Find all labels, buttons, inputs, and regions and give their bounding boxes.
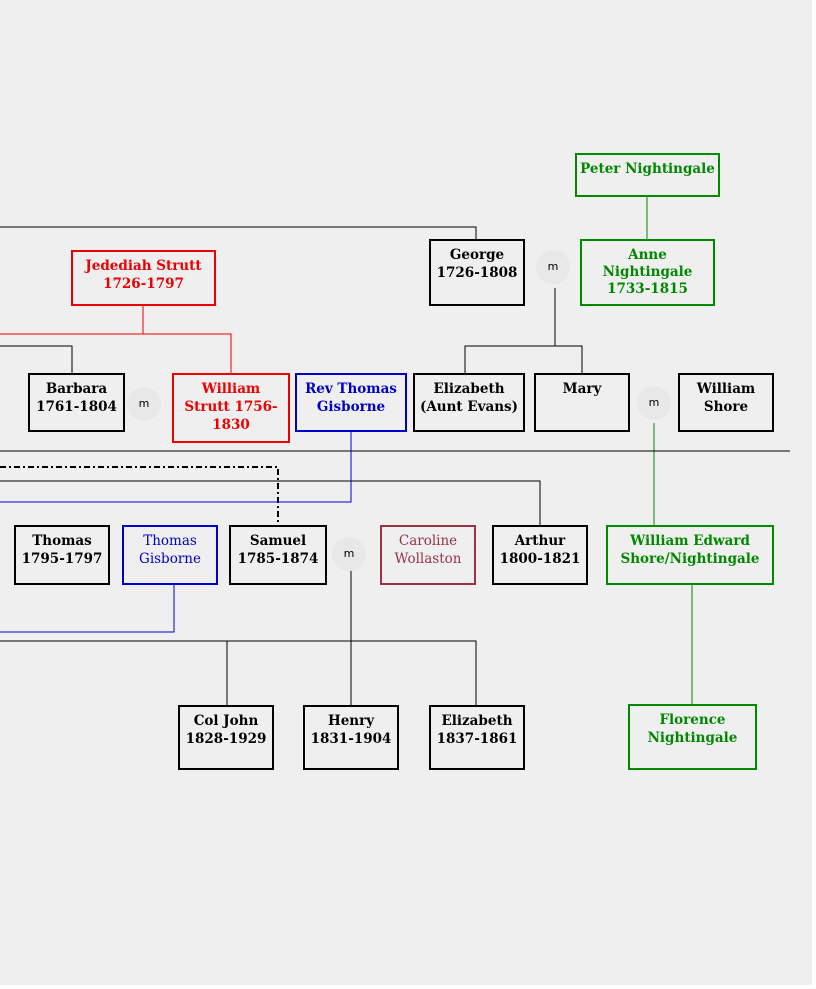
person-name: William Edward (630, 533, 750, 549)
person-thomas-gisborne: Thomas Gisborne (122, 525, 218, 585)
person-dates: 1795-1797 (21, 551, 103, 567)
person-name: Florence (659, 712, 726, 728)
person-elizabeth-aunt-evans: Elizabeth (Aunt Evans) (413, 373, 525, 432)
person-name: Elizabeth (433, 381, 505, 397)
person-caroline-wollaston: Caroline Wollaston (380, 525, 476, 585)
person-name: William (696, 381, 756, 397)
person-name: Thomas (143, 533, 197, 549)
person-name: Elizabeth (441, 713, 513, 729)
person-rev-thomas-gisborne: Rev Thomas Gisborne (295, 373, 407, 432)
person-arthur: Arthur 1800-1821 (492, 525, 588, 585)
person-name: George (449, 247, 505, 263)
person-name: Shore (703, 399, 749, 415)
person-dates: 1828-1929 (185, 731, 267, 747)
page-edge-right (812, 0, 816, 989)
marriage-label: m (127, 387, 161, 421)
person-william-shore: William Shore (678, 373, 774, 432)
person-dates: 1831-1904 (310, 731, 392, 747)
person-name: Caroline (398, 533, 458, 549)
person-george: George 1726-1808 (429, 239, 525, 306)
person-name: Rev Thomas (305, 381, 397, 397)
person-william-strutt: William Strutt 1756- 1830 (172, 373, 290, 443)
person-thomas: Thomas 1795-1797 (14, 525, 110, 585)
person-henry: Henry 1831-1904 (303, 705, 399, 770)
person-anne-nightingale: Anne Nightingale 1733-1815 (580, 239, 715, 306)
person-jedediah-strutt: Jedediah Strutt 1726-1797 (71, 250, 216, 306)
person-name: William (201, 381, 261, 397)
person-dates: 1726-1797 (103, 276, 184, 292)
person-name: Col John (193, 713, 259, 729)
person-samuel: Samuel 1785-1874 (229, 525, 327, 585)
person-name: Wollaston (394, 551, 462, 567)
person-mary: Mary (534, 373, 630, 432)
marriage-label: m (332, 537, 366, 571)
person-name: Arthur (514, 533, 566, 549)
person-name: Shore/Nightingale (620, 551, 760, 567)
person-dates: 1761-1804 (36, 399, 117, 415)
person-name: (Aunt Evans) (419, 399, 519, 415)
person-col-john: Col John 1828-1929 (178, 705, 274, 770)
person-name: Jedediah Strutt (85, 258, 202, 274)
person-name: Gisborne (316, 399, 386, 415)
person-name: Anne (628, 247, 667, 263)
person-dates: 1785-1874 (237, 551, 319, 567)
person-barbara: Barbara 1761-1804 (28, 373, 125, 432)
person-william-edward-shore-nightingale: William Edward Shore/Nightingale (606, 525, 774, 585)
person-name: Samuel (249, 533, 307, 549)
page-edge-bottom (0, 985, 816, 989)
person-name: Strutt 1756- (184, 399, 278, 415)
person-name: Henry (327, 713, 375, 729)
person-name: Thomas (32, 533, 92, 549)
person-dates: 1733-1815 (607, 281, 688, 297)
person-name: Mary (562, 381, 602, 397)
person-name: Nightingale (647, 730, 738, 746)
person-elizabeth-1837: Elizabeth 1837-1861 (429, 705, 525, 770)
person-peter-nightingale: Peter Nightingale (575, 153, 720, 197)
person-name: Nightingale (602, 264, 693, 280)
person-name: Barbara (45, 381, 108, 397)
person-dates: 1726-1808 (436, 265, 518, 281)
person-dates: 1837-1861 (436, 731, 518, 747)
person-name: Peter Nightingale (580, 161, 715, 177)
person-dates: 1800-1821 (499, 551, 581, 567)
marriage-label: m (637, 386, 671, 420)
marriage-label: m (536, 250, 570, 284)
person-name: Gisborne (139, 551, 201, 567)
person-dates: 1830 (212, 417, 250, 433)
person-florence-nightingale: Florence Nightingale (628, 704, 757, 770)
